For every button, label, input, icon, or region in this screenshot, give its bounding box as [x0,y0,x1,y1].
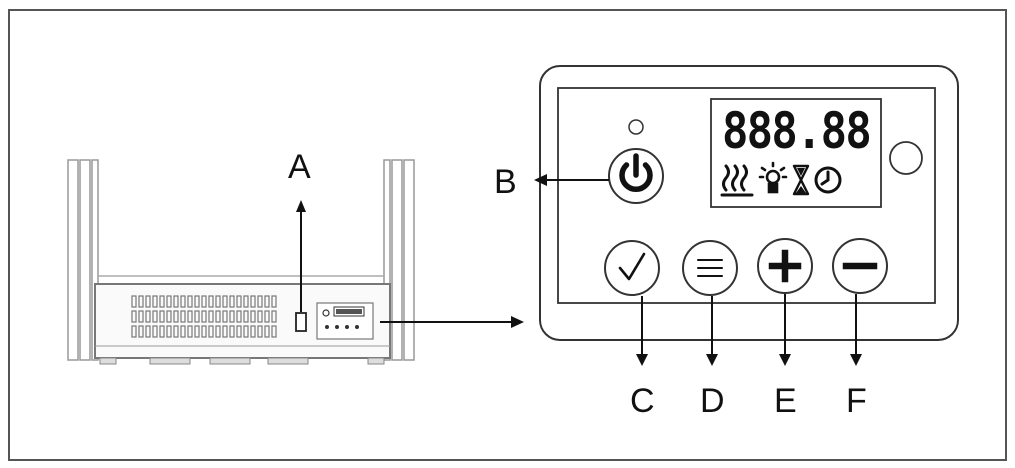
vent-slot [138,325,144,338]
vent-slot [187,295,193,308]
vent-slot [152,325,158,338]
vent-slot [152,295,158,308]
mini-control-panel [316,302,374,340]
vent-slot [166,310,172,323]
vent-slot [194,295,200,308]
power-indicator-led [628,119,644,135]
appliance-illustration [67,159,415,365]
vent-slot [208,325,214,338]
vent-slot [138,295,144,308]
vent-slot [264,325,270,338]
heat-icon [720,164,754,197]
vent-slot [250,325,256,338]
vent-slot [201,325,207,338]
vent-slot [229,325,235,338]
vent-slot [257,295,263,308]
vent-slot [131,295,137,308]
callout-a: A [288,148,311,186]
vent-slot [222,325,228,338]
vent-slot [250,310,256,323]
vent-slot [152,310,158,323]
vent-slot [131,325,137,338]
vent-slot [250,295,256,308]
menu-button[interactable] [682,240,738,296]
vent-slot [215,310,221,323]
vent-slot [243,325,249,338]
vent-slot [187,310,193,323]
vent-slot [145,310,151,323]
vent-slot [166,295,172,308]
vent-slot [271,310,277,323]
vent-slot [236,310,242,323]
vent-slot [208,310,214,323]
vent-slot [236,295,242,308]
vent-slot [236,325,242,338]
vent-slot [180,325,186,338]
figure-frame [8,9,1007,461]
vent-slot [215,325,221,338]
vent-slot [229,295,235,308]
callout-e: E [774,382,797,420]
callout-c: C [630,382,655,420]
vent-slot [264,310,270,323]
vent-slot [166,325,172,338]
vent-slot [138,310,144,323]
vent-slot [159,310,165,323]
vent-slot [159,325,165,338]
sensor-window [889,141,923,175]
clock-icon [814,166,842,194]
vent-slot [229,310,235,323]
vent-slot [187,325,193,338]
vent-slot [201,295,207,308]
vent-slot [180,295,186,308]
light-icon [758,161,788,194]
vent-slot [173,295,179,308]
vent-slot [201,310,207,323]
main-switch [295,312,307,332]
vent-slot [215,295,221,308]
callout-b: B [494,163,517,201]
vent-slot [173,310,179,323]
power-button[interactable] [608,148,664,204]
vent-grille [131,295,277,338]
vent-slot [194,325,200,338]
plus-icon [768,249,802,283]
vent-slot [145,325,151,338]
vent-slot [271,295,277,308]
increase-button[interactable] [757,238,813,294]
vent-slot [173,325,179,338]
vent-slot [257,310,263,323]
vent-slot [257,325,263,338]
decrease-button[interactable] [832,238,888,294]
vent-slot [243,310,249,323]
vent-slot [145,295,151,308]
callout-d: D [700,382,725,420]
check-icon [618,252,646,281]
vent-slot [208,295,214,308]
callout-f: F [846,382,867,420]
vent-slot [222,310,228,323]
vent-slot [131,310,137,323]
vent-slot [243,295,249,308]
vent-slot [194,310,200,323]
vent-slot [271,325,277,338]
menu-icon [697,259,723,277]
panel-face [557,87,936,304]
lcd-digits: 888.88 [722,102,870,160]
vent-slot [180,310,186,323]
vent-slot [264,295,270,308]
hourglass-icon [792,164,810,196]
vent-slot [222,295,228,308]
control-panel-enlarged: 888.88 [539,65,959,341]
vent-slot [159,295,165,308]
confirm-button[interactable] [604,240,660,296]
power-icon [619,153,653,193]
